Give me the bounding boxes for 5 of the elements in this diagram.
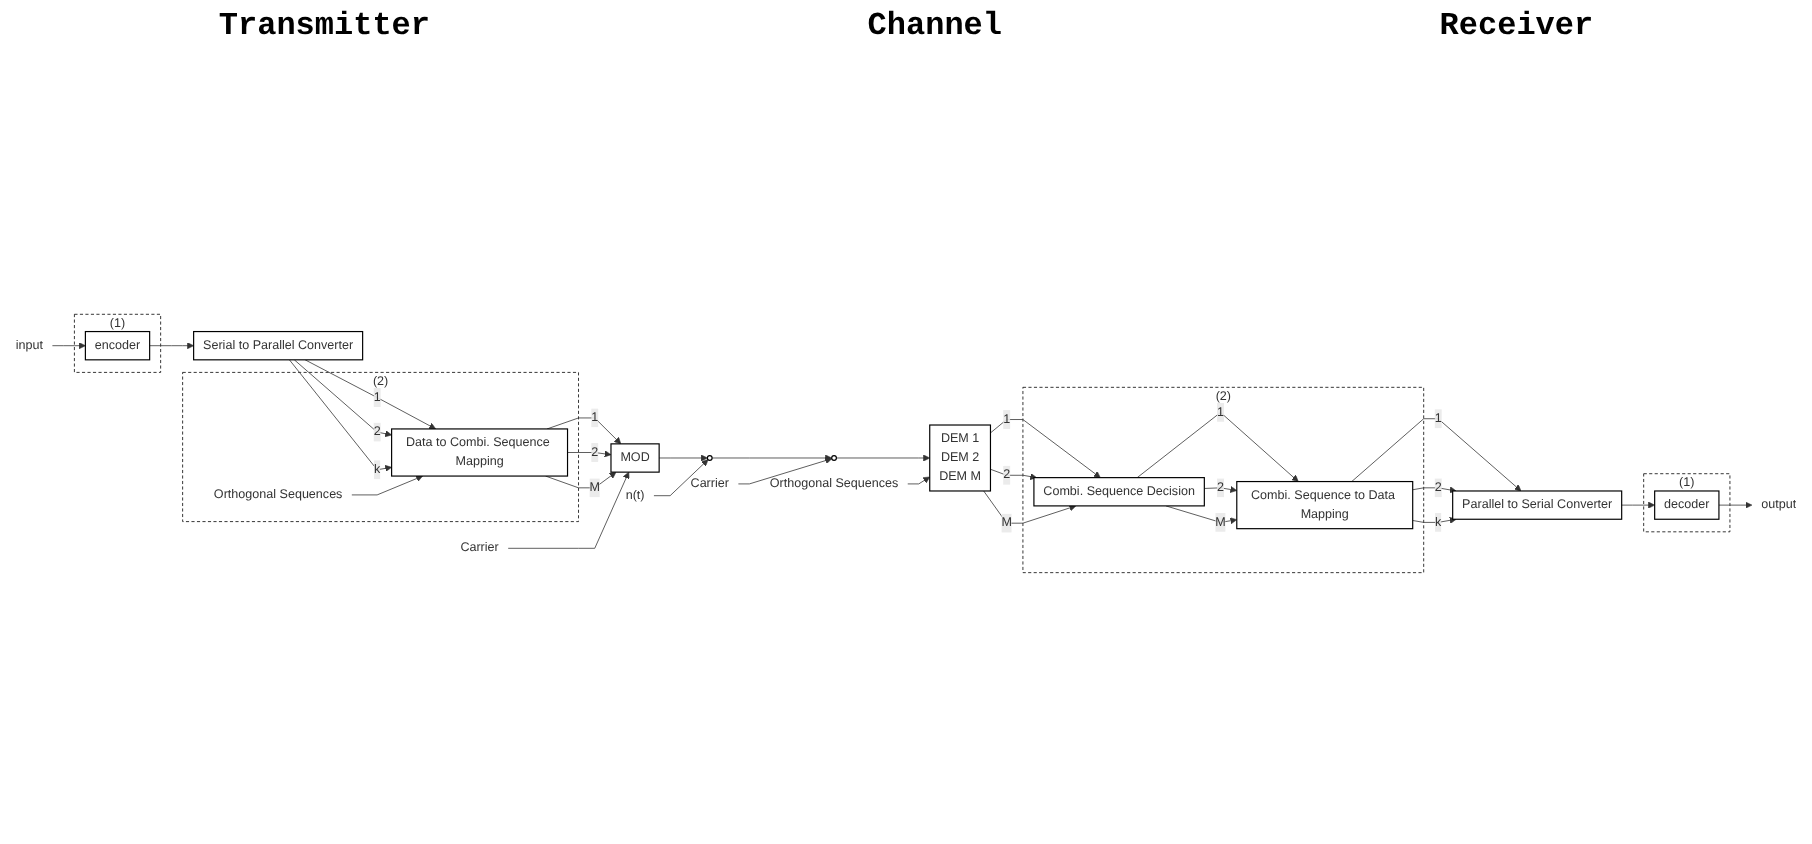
section-heading: Transmitter [218,8,431,44]
section-heading: Channel [867,8,1003,44]
node-circle [706,455,713,462]
section-heading: Receiver [1439,8,1594,44]
node-circle [831,455,837,462]
